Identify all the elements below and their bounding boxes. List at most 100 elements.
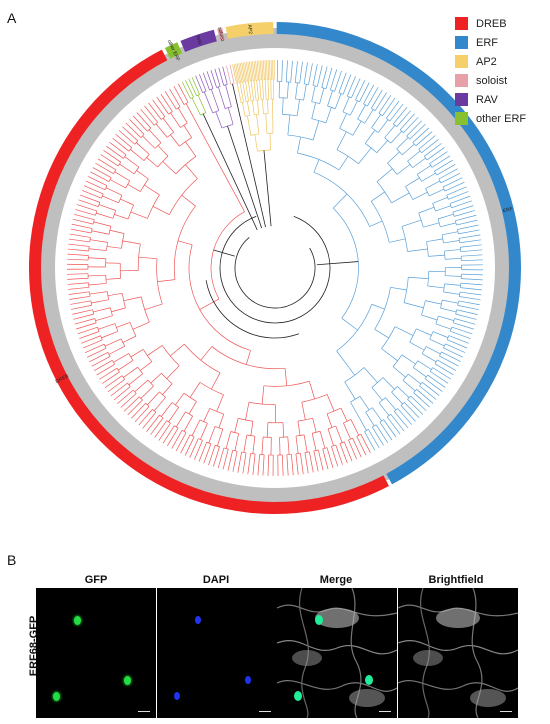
branch-rav — [227, 107, 234, 125]
branch-erf — [460, 287, 482, 291]
branch-dreb — [104, 375, 123, 389]
branch-dreb — [85, 180, 106, 191]
branch-erf — [455, 313, 477, 320]
branch-dreb — [178, 83, 189, 103]
branch-erf — [460, 244, 482, 248]
branch-dreb — [317, 449, 324, 471]
branch-erf — [438, 315, 454, 321]
branch-rav — [224, 106, 232, 109]
branch-erf — [381, 348, 398, 362]
branch-erf — [342, 74, 352, 95]
branch-dreb — [75, 209, 96, 216]
branch-dreb — [136, 142, 150, 155]
branch-dreb — [73, 313, 94, 320]
branch-dreb — [97, 202, 101, 207]
branch-dreb — [117, 389, 134, 404]
branch-ap2 — [262, 99, 264, 114]
branch-erf — [391, 192, 410, 204]
branch-dreb — [360, 434, 371, 453]
branch-erf — [393, 107, 408, 125]
branch-ap2 — [245, 61, 250, 82]
branch-erf — [396, 137, 409, 150]
branch-dreb — [110, 307, 113, 316]
branch-dreb — [308, 381, 316, 400]
branch-dreb — [114, 171, 130, 182]
branch-erf — [401, 219, 422, 227]
column-header-gfp: GFP — [84, 574, 108, 586]
branch-erf — [456, 219, 478, 226]
branch-ap2 — [258, 60, 261, 81]
branch-erf — [461, 254, 483, 257]
branch-dreb — [177, 240, 193, 246]
branch-dreb — [95, 315, 113, 322]
branch-erf — [429, 163, 433, 168]
branch-erf — [385, 100, 400, 119]
branch-erf — [386, 413, 391, 418]
branch-ap2 — [259, 80, 262, 100]
branch-dreb — [322, 447, 328, 450]
branch-erf — [344, 381, 356, 400]
branch-dreb — [97, 158, 116, 171]
branch-dreb — [170, 112, 181, 128]
branch-dreb — [185, 103, 245, 212]
branch-erf — [417, 165, 431, 175]
branch-root-soloist — [232, 83, 266, 228]
branch-dreb — [148, 102, 162, 120]
branch-dreb — [129, 119, 145, 135]
branch-erf — [459, 296, 481, 301]
branch-dreb — [144, 105, 158, 123]
branch-ap2 — [269, 133, 271, 151]
branch-dreb — [140, 134, 145, 138]
branch-dreb — [188, 244, 251, 351]
branch-dreb — [175, 432, 187, 452]
branch-erf — [369, 220, 383, 227]
branch-dreb — [157, 155, 169, 168]
branch-ap2 — [256, 60, 260, 81]
branch-rav — [209, 88, 214, 91]
branch-erf — [336, 350, 355, 376]
branch-dreb — [136, 112, 152, 129]
branch-dreb — [155, 123, 168, 138]
branch-erf — [396, 148, 403, 156]
branch-erf — [304, 83, 309, 85]
branch-erf — [434, 159, 453, 172]
branch-dreb — [234, 433, 240, 451]
branch-rav — [225, 84, 232, 107]
branch-erf — [290, 60, 293, 83]
branch-ap2 — [239, 62, 244, 83]
branch-dreb — [108, 345, 125, 355]
branch-erf — [312, 64, 318, 86]
branch-erf — [408, 373, 422, 385]
branch-dreb — [156, 96, 169, 115]
branch-erf — [425, 300, 442, 305]
branch-ap2 — [261, 60, 264, 80]
branch-dreb — [132, 321, 150, 330]
branch-erf — [428, 254, 445, 257]
branch-ap2 — [252, 100, 255, 115]
branch-dreb — [68, 238, 90, 243]
branch-ap2 — [253, 80, 257, 101]
branch-erf — [285, 60, 288, 82]
clade-ring-rav — [180, 29, 217, 52]
branch-erf — [435, 205, 451, 212]
branch-erf — [452, 211, 455, 217]
branch-erf — [321, 66, 328, 88]
branch-erf — [412, 127, 430, 143]
branch-dreb — [257, 454, 260, 476]
branch-dreb — [157, 145, 169, 157]
branch-dreb — [311, 433, 317, 451]
clade-ring-soloist — [217, 27, 225, 41]
branch-erf — [413, 392, 430, 408]
branch-erf — [404, 402, 420, 419]
branch-erf — [443, 347, 464, 358]
branch-erf — [368, 429, 380, 449]
branch-erf — [416, 389, 434, 404]
branch-ap2 — [267, 60, 270, 80]
branch-dreb — [106, 246, 122, 249]
branch-dreb — [222, 449, 229, 470]
clade-ring-other-erf — [164, 42, 183, 59]
branch-erf — [416, 328, 432, 336]
branch-erf — [403, 302, 424, 309]
branch-ap2 — [242, 102, 246, 117]
branch-erf — [459, 239, 482, 244]
